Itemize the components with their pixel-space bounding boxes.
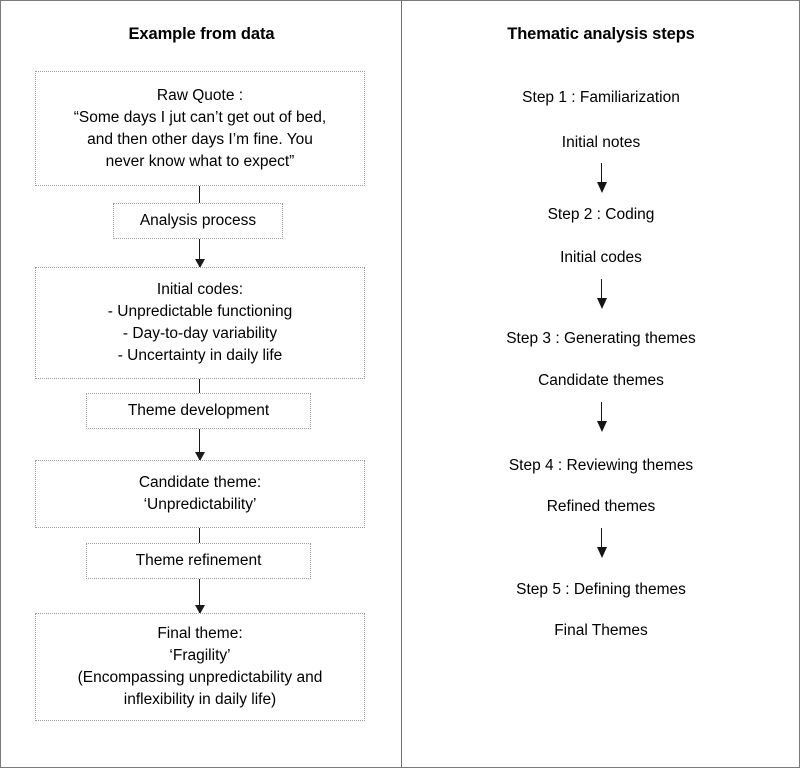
step-1-label: Step 1 : Familiarization xyxy=(522,89,680,106)
box-final-theme-note-2: inflexibility in daily life) xyxy=(123,691,277,708)
box-analysis-process-label: Analysis process xyxy=(139,212,257,229)
box-raw-quote: Raw Quote : “Some days I jut can’t get o… xyxy=(35,71,365,186)
step-4-label: Step 4 : Reviewing themes xyxy=(508,457,694,474)
box-raw-quote-line-3: and then other days I’m fine. You xyxy=(87,130,313,148)
box-raw-quote-line-1: Raw Quote : xyxy=(156,86,244,104)
step-2-label: Step 2 : Coding xyxy=(547,206,655,223)
connector-refinement-to-final xyxy=(195,579,205,614)
connector-analysis-to-initialcodes xyxy=(195,239,205,268)
right-panel-title: Thematic analysis steps xyxy=(507,25,695,43)
box-candidate-theme-heading: Candidate theme: xyxy=(138,474,262,491)
box-initial-codes-heading: Initial codes: xyxy=(156,281,244,298)
box-theme-development-label: Theme development xyxy=(127,402,270,419)
box-analysis-process: Analysis process xyxy=(113,203,283,239)
connector-candidate-to-refinement xyxy=(199,528,200,543)
step-2-output: Initial codes xyxy=(560,249,642,266)
arrow-down-icon-step3-to-step4 xyxy=(402,402,799,432)
panel-divider xyxy=(401,1,402,767)
arrow-down-icon-step1-to-step2 xyxy=(402,163,799,193)
step-4-output: Refined themes xyxy=(546,498,656,515)
box-raw-quote-line-4: never know what to expect” xyxy=(105,152,295,170)
left-panel-example-from-data: Example from data Raw Quote : “Some days… xyxy=(2,1,401,767)
box-theme-refinement-label: Theme refinement xyxy=(135,552,262,569)
arrow-down-icon-step2-to-step3 xyxy=(402,279,799,309)
connector-rawquote-to-analysis xyxy=(199,186,200,203)
box-final-theme: Final theme: ‘Fragility’ (Encompassing u… xyxy=(35,613,365,721)
box-final-theme-heading: Final theme: xyxy=(157,625,243,642)
box-final-theme-value: ‘Fragility’ xyxy=(169,647,231,664)
box-candidate-theme: Candidate theme: ‘Unpredictability’ xyxy=(35,460,365,528)
box-candidate-theme-value: ‘Unpredictability’ xyxy=(143,496,257,513)
box-raw-quote-line-2: “Some days I jut can’t get out of bed, xyxy=(73,108,327,126)
box-theme-refinement: Theme refinement xyxy=(86,543,311,579)
box-final-theme-note-1: (Encompassing unpredictability and xyxy=(77,669,323,686)
step-5-output: Final Themes xyxy=(554,622,648,639)
step-3-output: Candidate themes xyxy=(538,372,664,389)
left-panel-title: Example from data xyxy=(128,25,275,43)
box-initial-codes-item-2: - Day-to-day variability xyxy=(122,325,278,342)
connector-themedev-to-candidate xyxy=(195,429,205,461)
connector-initialcodes-to-themedev xyxy=(199,379,200,393)
box-initial-codes: Initial codes: - Unpredictable functioni… xyxy=(35,267,365,379)
step-3-label: Step 3 : Generating themes xyxy=(506,330,696,347)
step-5-label: Step 5 : Defining themes xyxy=(516,581,686,598)
arrow-down-icon-step4-to-step5 xyxy=(402,528,799,558)
box-initial-codes-item-1: - Unpredictable functioning xyxy=(107,303,293,320)
step-1-output: Initial notes xyxy=(561,134,641,151)
right-panel-thematic-analysis-steps: Thematic analysis steps Step 1 : Familia… xyxy=(402,1,799,767)
box-initial-codes-item-3: - Uncertainty in daily life xyxy=(117,347,283,364)
box-theme-development: Theme development xyxy=(86,393,311,429)
